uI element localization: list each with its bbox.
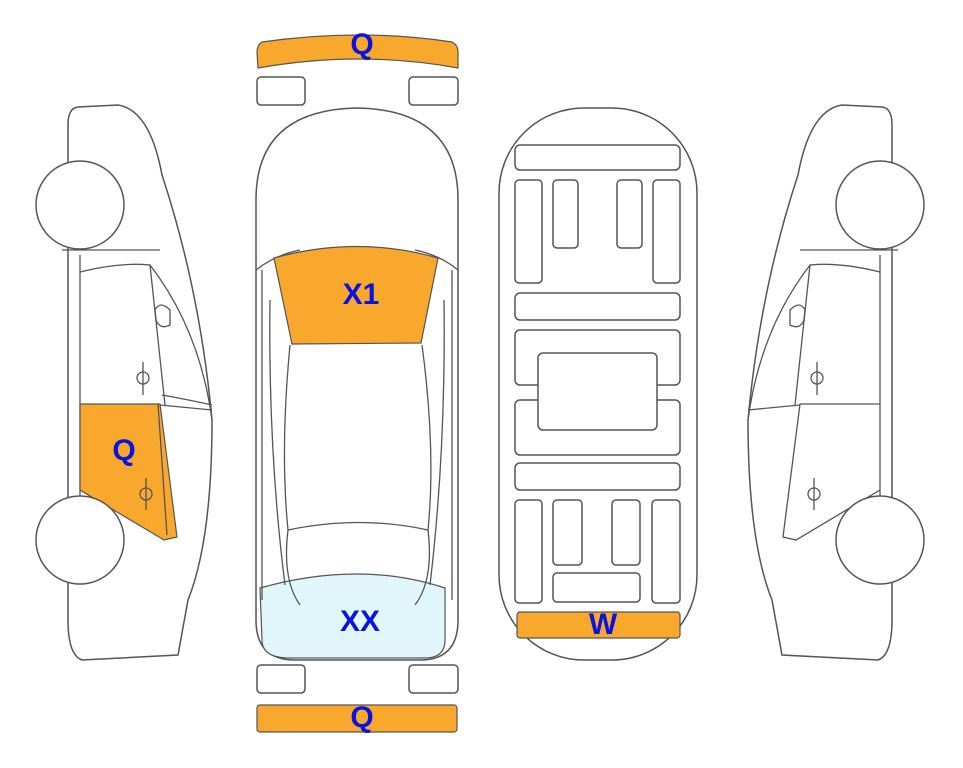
left-side-view: Q: [35, 104, 213, 661]
headlight-right: [408, 76, 459, 106]
rear-bumper-label: Q: [350, 701, 373, 734]
front-bumper-label: Q: [350, 28, 373, 61]
windshield-damage[interactable]: [273, 245, 439, 345]
rear-bumper-damage[interactable]: [256, 704, 458, 733]
underbody-rear-label: W: [589, 608, 618, 641]
rear-window-label: XX: [340, 605, 380, 638]
right-side-view: [747, 104, 925, 661]
headlight-left: [256, 76, 306, 106]
taillight-left: [256, 664, 306, 694]
front-wheel: [35, 160, 125, 250]
front-bumper-damage[interactable]: [256, 34, 459, 69]
underbody-view: W: [498, 107, 698, 661]
top-view: Q X1 XX Q: [255, 28, 459, 734]
rear-window-damage[interactable]: [259, 573, 446, 659]
taillight-right: [408, 664, 459, 694]
rear-wheel: [35, 495, 125, 585]
underbody-rear-damage[interactable]: [516, 611, 681, 639]
left-rear-door-damage[interactable]: [79, 403, 178, 541]
windshield-label: X1: [343, 278, 380, 311]
left-rear-door-label: Q: [112, 434, 135, 467]
